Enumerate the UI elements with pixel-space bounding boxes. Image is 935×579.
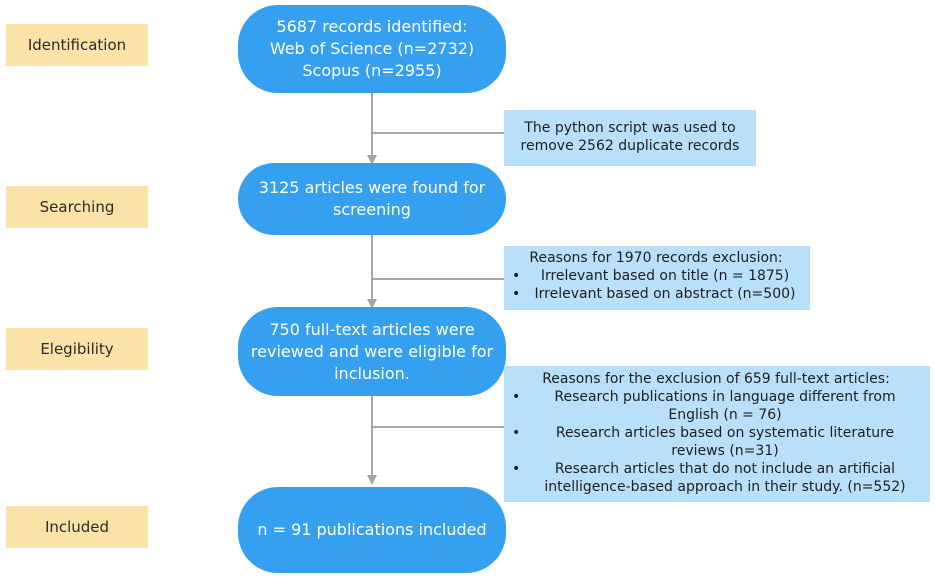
box-line: inclusion.	[334, 363, 410, 383]
box-line: reviewed and were eligible for	[250, 341, 494, 361]
box-line: n = 91 publications included	[257, 520, 487, 539]
list-item-text: reviews (n=31)	[671, 443, 779, 459]
bullet-icon: •	[512, 461, 521, 477]
list-item-text: Irrelevant based on title (n = 1875)	[540, 268, 790, 284]
list-item: • Irrelevant based on abstract (n=500)	[508, 285, 804, 303]
box-line: screening	[333, 200, 411, 219]
note-heading: Reasons for 1970 records exclusion:	[529, 250, 783, 266]
note-line: The python script was used to	[524, 120, 736, 136]
records-exclusion-list: • Irrelevant based on title (n = 1875) • I…	[508, 267, 804, 303]
bullet-icon: •	[512, 425, 521, 441]
fulltext-box: 750 full-text articles were reviewed and…	[238, 307, 506, 396]
fulltext-exclusion-list: • Research publications in language diffe…	[508, 388, 924, 496]
bullet-icon: •	[512, 268, 521, 284]
bullet-icon: •	[512, 389, 521, 405]
list-item-text: English (n = 76)	[668, 407, 782, 423]
box-line: 750 full-text articles were	[269, 319, 475, 339]
list-item-text: intelligence-based approach in their stu…	[544, 479, 906, 495]
note-line: remove 2562 duplicate records	[520, 138, 740, 154]
box-line: 5687 records identified:	[276, 17, 468, 36]
screening-box: 3125 articles were found for screening	[238, 163, 506, 235]
box-line: Scopus (n=2955)	[302, 61, 442, 80]
list-item-text: Research publications in language differ…	[554, 389, 896, 405]
duplicates-note: The python script was used to remove 256…	[504, 110, 756, 166]
list-item: • Irrelevant based on title (n = 1875)	[508, 267, 804, 285]
stage-label-identification: Identification	[6, 24, 148, 66]
list-item: • Research publications in language diffe…	[508, 388, 924, 424]
stage-label-text: Elegibility	[40, 340, 114, 358]
note-heading: Reasons for the exclusion of 659 full-te…	[542, 371, 890, 387]
records-identified-box: 5687 records identified: Web of Science …	[238, 5, 506, 93]
included-box: n = 91 publications included	[238, 487, 506, 573]
stage-label-searching: Searching	[6, 186, 148, 228]
stage-label-text: Included	[44, 518, 110, 536]
stage-label-text: Searching	[39, 198, 115, 216]
list-item-text: Research articles based on systematic li…	[555, 425, 895, 441]
bullet-icon: •	[512, 286, 521, 302]
list-item-text: Research articles that do not include an…	[554, 461, 896, 477]
stage-label-included: Included	[6, 506, 148, 548]
stage-label-text: Identification	[27, 36, 127, 54]
list-item: • Research articles based on systematic l…	[508, 424, 924, 460]
records-exclusion-note: Reasons for 1970 records exclusion: • Irr…	[504, 246, 810, 310]
stage-label-elegibility: Elegibility	[6, 328, 148, 370]
list-item-text: Irrelevant based on abstract (n=500)	[534, 286, 796, 302]
box-line: Web of Science (n=2732)	[269, 39, 475, 58]
fulltext-exclusion-note: Reasons for the exclusion of 659 full-te…	[504, 366, 930, 502]
list-item: • Research articles that do not include a…	[508, 460, 924, 496]
box-line: 3125 articles were found for	[258, 178, 486, 197]
